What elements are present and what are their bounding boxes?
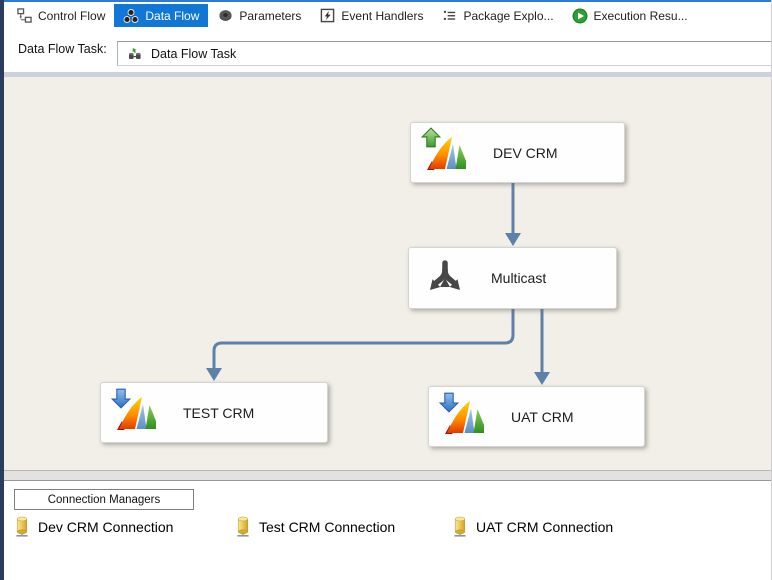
control-flow-icon bbox=[16, 8, 32, 24]
tab-label: Event Handlers bbox=[341, 8, 424, 23]
crm-destination-icon bbox=[110, 388, 161, 435]
connection-managers-tab[interactable]: Connection Managers bbox=[14, 489, 194, 510]
database-cylinder-icon bbox=[14, 516, 30, 537]
data-flow-icon bbox=[123, 8, 139, 24]
tray-tab-label: Connection Managers bbox=[47, 493, 161, 506]
tab-label: Data Flow bbox=[145, 8, 200, 23]
parameters-icon bbox=[217, 8, 233, 24]
node-multicast[interactable]: Multicast bbox=[408, 247, 617, 309]
connection-test-crm[interactable]: Test CRM Connection bbox=[235, 512, 395, 542]
task-combo-value: Data Flow Task bbox=[151, 46, 237, 61]
database-cylinder-icon bbox=[452, 516, 468, 537]
crm-destination-icon bbox=[438, 392, 489, 439]
tab-parameters[interactable]: Parameters bbox=[208, 4, 310, 27]
multicast-icon bbox=[421, 256, 469, 300]
crm-source-icon bbox=[420, 126, 471, 175]
event-handlers-icon bbox=[319, 8, 335, 24]
tab-label: Control Flow bbox=[38, 8, 106, 23]
tab-label: Execution Resu... bbox=[593, 8, 688, 23]
window-left-border bbox=[0, 0, 4, 580]
connection-managers-tray: Connection Managers Dev CRM Connection bbox=[4, 481, 772, 580]
connection-dev-crm[interactable]: Dev CRM Connection bbox=[14, 512, 173, 542]
connection-label: Test CRM Connection bbox=[259, 519, 396, 535]
toolbar-separator bbox=[4, 72, 772, 77]
tab-execution-results[interactable]: Execution Resu... bbox=[563, 4, 697, 27]
connection-uat-crm[interactable]: UAT CRM Connection bbox=[452, 512, 613, 542]
green-up-arrow-icon bbox=[420, 126, 442, 147]
node-label: TEST CRM bbox=[183, 404, 255, 421]
tab-package-explorer[interactable]: Package Explo... bbox=[432, 4, 562, 27]
package-explorer-icon bbox=[441, 8, 457, 24]
tray-splitter[interactable] bbox=[4, 470, 772, 481]
connector-lines bbox=[206, 183, 550, 385]
node-test-crm[interactable]: TEST CRM bbox=[100, 382, 328, 443]
blue-down-arrow-icon bbox=[438, 392, 460, 413]
node-label: DEV CRM bbox=[493, 144, 558, 161]
blue-down-arrow-icon bbox=[110, 388, 132, 409]
task-selector-label: Data Flow Task: bbox=[18, 42, 107, 56]
node-uat-crm[interactable]: UAT CRM bbox=[428, 386, 645, 447]
task-selector-row: Data Flow Task: Data Flow Task bbox=[4, 29, 772, 72]
node-label: Multicast bbox=[491, 270, 547, 286]
designer-tab-bar: Control Flow Data Flow Pa bbox=[4, 2, 772, 29]
data-flow-task-icon bbox=[127, 46, 143, 62]
node-label: UAT CRM bbox=[511, 408, 574, 425]
execution-results-icon bbox=[572, 8, 588, 24]
database-cylinder-icon bbox=[235, 516, 251, 537]
tab-label: Parameters bbox=[239, 8, 302, 23]
connection-label: Dev CRM Connection bbox=[38, 519, 174, 535]
tab-label: Package Explo... bbox=[463, 8, 554, 23]
tab-control-flow[interactable]: Control Flow bbox=[7, 4, 114, 27]
data-flow-canvas[interactable]: DEV CRM Multicast bbox=[4, 77, 772, 470]
connection-label: UAT CRM Connection bbox=[476, 519, 614, 535]
tab-event-handlers[interactable]: Event Handlers bbox=[310, 4, 432, 27]
tab-data-flow[interactable]: Data Flow bbox=[114, 4, 209, 27]
task-combo-box[interactable]: Data Flow Task bbox=[117, 41, 772, 66]
node-dev-crm[interactable]: DEV CRM bbox=[410, 122, 625, 183]
window-top-accent bbox=[4, 0, 772, 2]
